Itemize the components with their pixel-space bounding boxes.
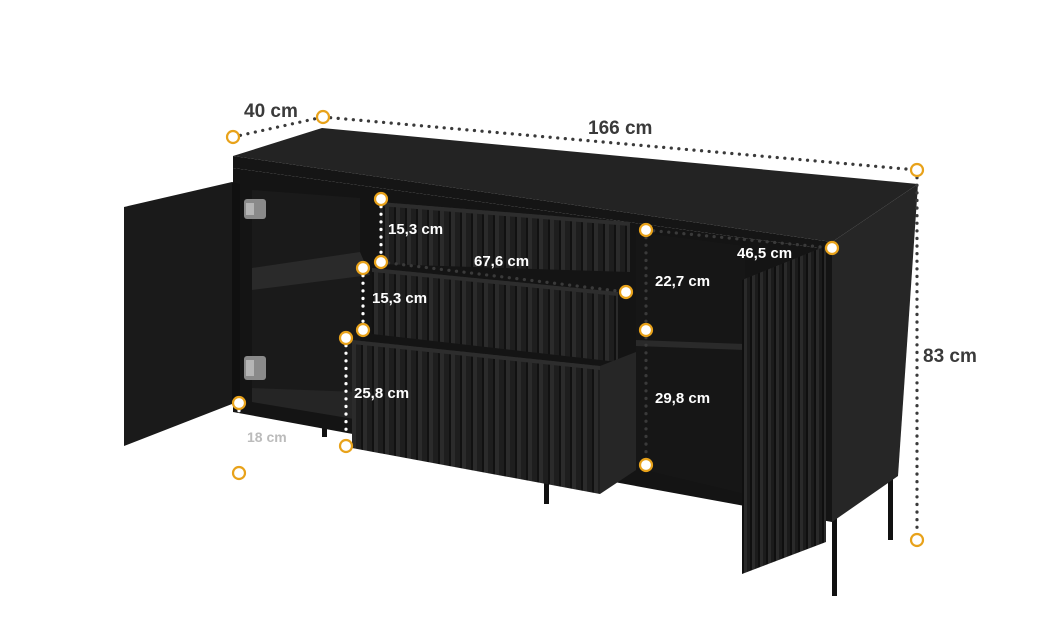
marker — [231, 465, 247, 481]
marker — [638, 457, 654, 473]
top-surface — [233, 128, 918, 242]
left-door — [124, 182, 232, 446]
label-height: 83 cm — [923, 346, 977, 367]
marker — [618, 284, 634, 300]
drawer-middle — [372, 268, 618, 362]
marker — [373, 254, 389, 270]
label-drawer-bottom-height: 25,8 cm — [354, 385, 409, 402]
dimension-lines — [231, 115, 919, 542]
marker — [824, 240, 840, 256]
marker — [231, 395, 247, 411]
label-drawer-width: 67,6 cm — [474, 253, 529, 270]
right-door — [742, 246, 826, 574]
dimension-markers — [225, 109, 925, 548]
left-shelf — [252, 252, 370, 290]
label-depth: 40 cm — [244, 101, 298, 122]
right-compartment-back — [636, 232, 745, 494]
label-right-upper-height: 22,7 cm — [655, 273, 710, 290]
marker — [638, 322, 654, 338]
left-door-edge — [232, 182, 240, 404]
hinge-top-icon — [244, 199, 266, 219]
label-leg-height: 18 cm — [247, 429, 287, 445]
marker — [355, 322, 371, 338]
sideboard — [124, 128, 918, 596]
label-drawer-middle-height: 15,3 cm — [372, 290, 427, 307]
label-right-lower-height: 29,8 cm — [655, 390, 710, 407]
top-front-edge — [233, 156, 832, 250]
marker — [225, 129, 241, 145]
leg-middle — [544, 480, 549, 504]
leg-back-right — [888, 465, 893, 540]
label-drawer-top-height: 15,3 cm — [388, 221, 443, 238]
label-width: 166 cm — [588, 118, 652, 139]
marker — [373, 191, 389, 207]
right-side-panel — [832, 184, 918, 522]
drawer-bottom — [352, 340, 636, 494]
label-right-width: 46,5 cm — [737, 245, 792, 262]
left-compartment-back — [252, 190, 360, 420]
marker — [355, 260, 371, 276]
drawer-top — [380, 202, 630, 272]
marker — [338, 438, 354, 454]
marker — [338, 330, 354, 346]
dimension-labels: 40 cm 166 cm 83 cm 15,3 cm 67,6 cm 15,3 … — [244, 101, 977, 445]
marker — [315, 109, 331, 125]
leg-front-right — [832, 512, 837, 596]
marker — [909, 162, 925, 178]
right-shelf — [636, 340, 745, 350]
hinge-bottom-icon — [244, 356, 266, 380]
left-bottom — [252, 388, 360, 420]
marker — [638, 222, 654, 238]
marker — [909, 532, 925, 548]
